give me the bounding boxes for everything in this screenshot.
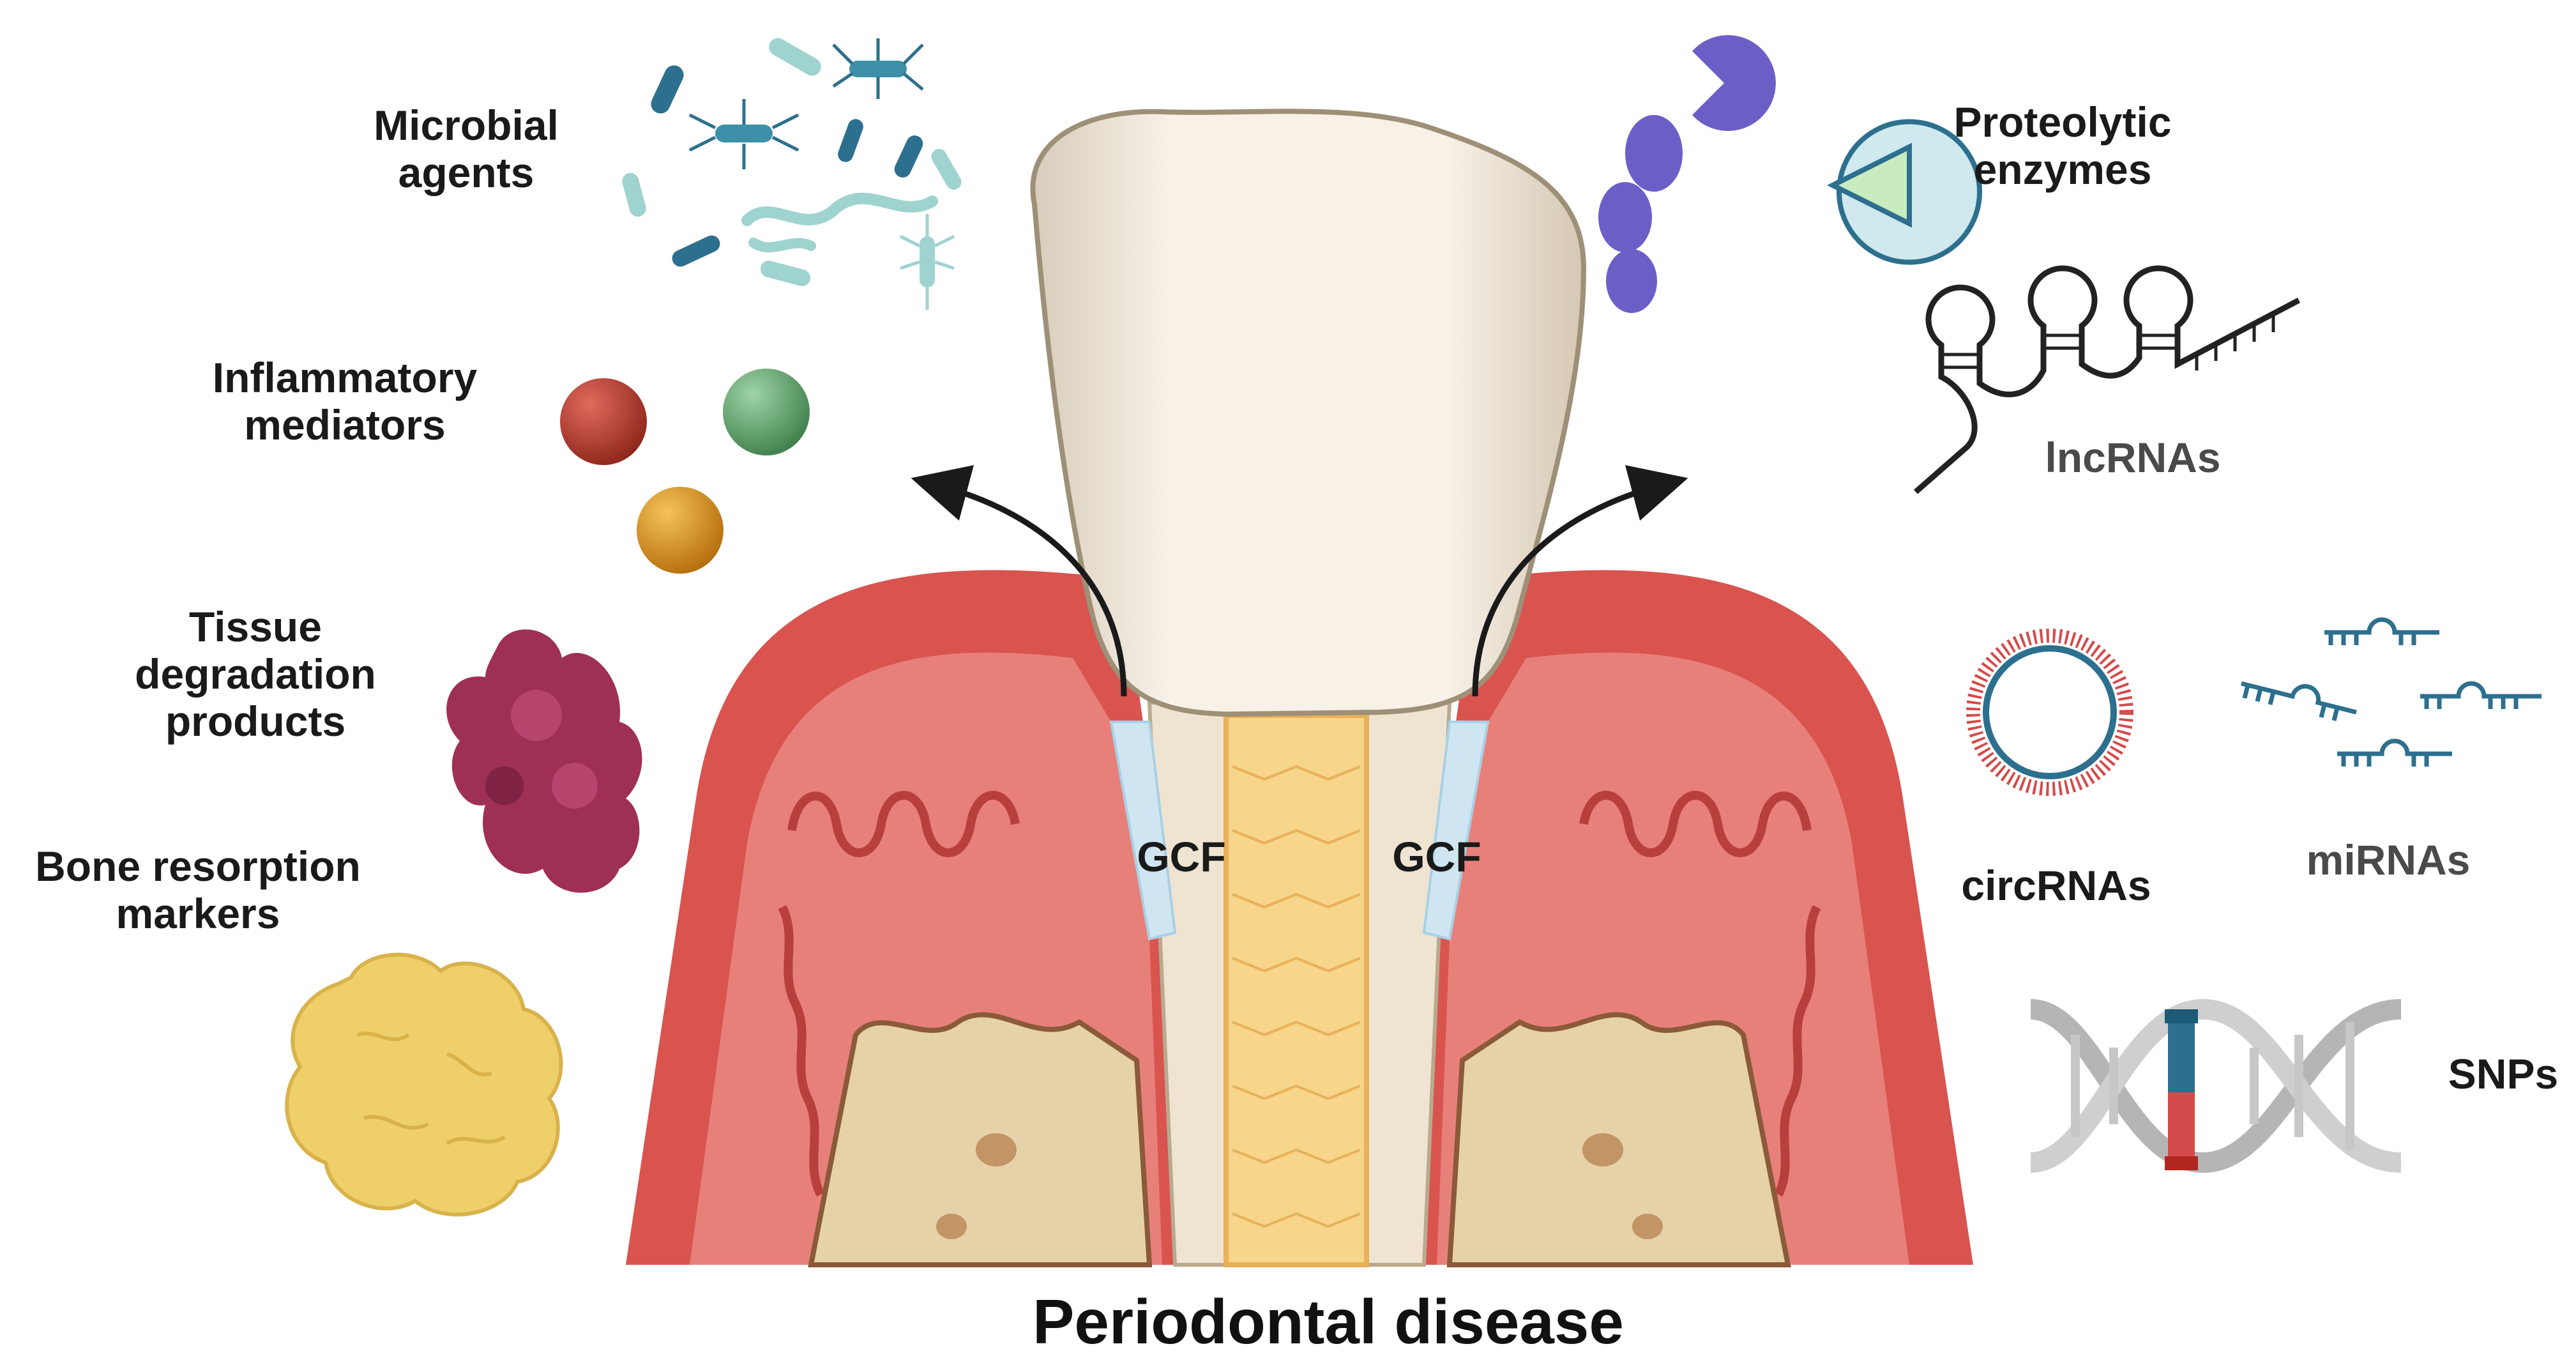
left-gum-sulcus	[787, 791, 1020, 857]
mirna-icon	[2241, 617, 2542, 767]
right-gum-sulcus-lower	[1774, 905, 1821, 1197]
bone-pore	[976, 1133, 1017, 1166]
label-line: Proteolytic	[1953, 98, 2172, 146]
lncrna-icon	[1914, 265, 2301, 494]
label-line: mediators	[244, 401, 446, 448]
gcf-right-label: GCF	[1392, 833, 1481, 880]
right-gum-sulcus	[1579, 791, 1812, 857]
mediator-bead-icon	[560, 369, 810, 574]
bone-pore	[1632, 1214, 1663, 1239]
gcf-left-fluid	[1109, 721, 1177, 941]
label-line: degradation	[135, 650, 376, 698]
pulp-texture	[1232, 765, 1361, 1228]
snps-label: SNPs	[2448, 1050, 2559, 1097]
label-line: agents	[398, 148, 534, 196]
tooth-crown	[1030, 109, 1587, 717]
label-line: Tissue	[189, 603, 322, 650]
enzyme-icon	[1598, 34, 1982, 313]
protein-aggregate-icon	[446, 629, 642, 893]
label-line: products	[165, 697, 346, 745]
dna-helix-icon	[2029, 998, 2402, 1173]
gcf-left-label: GCF	[1137, 833, 1226, 880]
label-line: markers	[116, 889, 280, 937]
tooth-gum-illustration	[626, 109, 1973, 1267]
bone-resorption-label: Bone resorption markers	[13, 843, 383, 938]
label-line: Microbial	[374, 102, 559, 149]
circrna-icon	[1966, 629, 2133, 796]
arrow-icon	[911, 465, 1127, 697]
tooth-pulp	[1224, 713, 1369, 1267]
label-line: Inflammatory	[212, 354, 478, 401]
bone-marker-icon	[285, 952, 563, 1217]
left-gum-sulcus-lower	[778, 905, 825, 1197]
tissue-degradation-label: Tissue degradation products	[102, 603, 409, 745]
bone-pore	[936, 1214, 967, 1239]
label-line: Bone resorption	[35, 843, 361, 890]
mirnas-label: miRNAs	[2306, 836, 2471, 883]
bacteria-icon	[622, 38, 962, 310]
arrow-icon	[1472, 465, 1688, 697]
lncrnas-label: lncRNAs	[2045, 434, 2221, 481]
circrnas-label: circRNAs	[1961, 862, 2151, 909]
inflammatory-mediators-label: Inflammatory mediators	[172, 354, 517, 449]
label-line: enzymes	[1973, 145, 2152, 193]
bone-pore	[1582, 1133, 1623, 1166]
gcf-right-fluid	[1422, 721, 1490, 941]
diagram-title: Periodontal disease	[1033, 1287, 1624, 1357]
proteolytic-enzymes-label: Proteolytic enzymes	[1916, 98, 2209, 194]
microbial-agents-label: Microbial agents	[332, 102, 600, 197]
